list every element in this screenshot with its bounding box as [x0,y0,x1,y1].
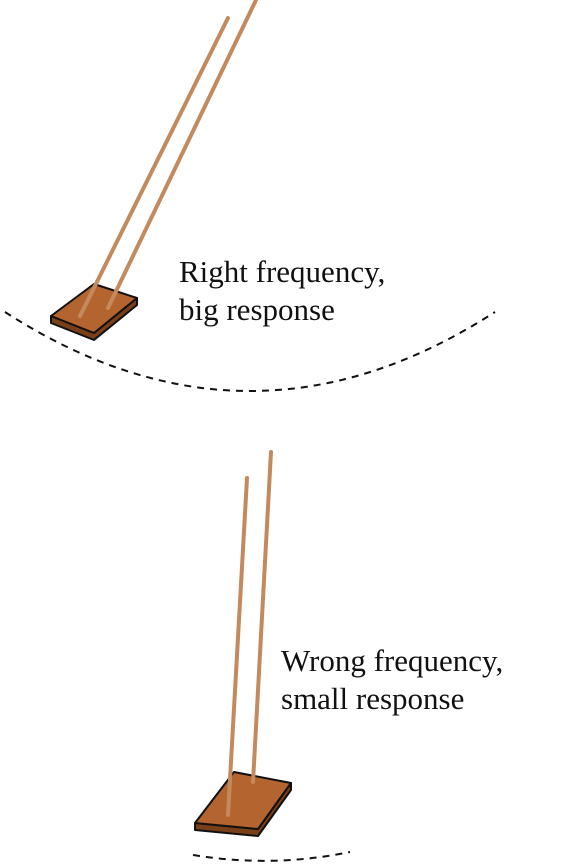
caption-wrong-frequency: Wrong frequency, small response [281,642,503,718]
caption-line: small response [281,681,465,716]
swing-arc-large [4,311,496,392]
base-block-bottom [194,771,292,837]
caption-line: big response [179,292,335,327]
panel-wrong-frequency [192,450,351,862]
caption-line: Right frequency, [179,254,386,289]
rod-right-top [106,0,258,310]
base-block-top [50,283,138,341]
rod-left-bottom [226,476,249,817]
swing-arc-small [192,851,351,862]
panel-right-frequency [4,0,496,392]
rod-left-top [78,16,230,318]
caption-line: Wrong frequency, [281,643,504,678]
rod-right-bottom [251,450,273,784]
caption-right-frequency: Right frequency, big response [179,253,385,329]
